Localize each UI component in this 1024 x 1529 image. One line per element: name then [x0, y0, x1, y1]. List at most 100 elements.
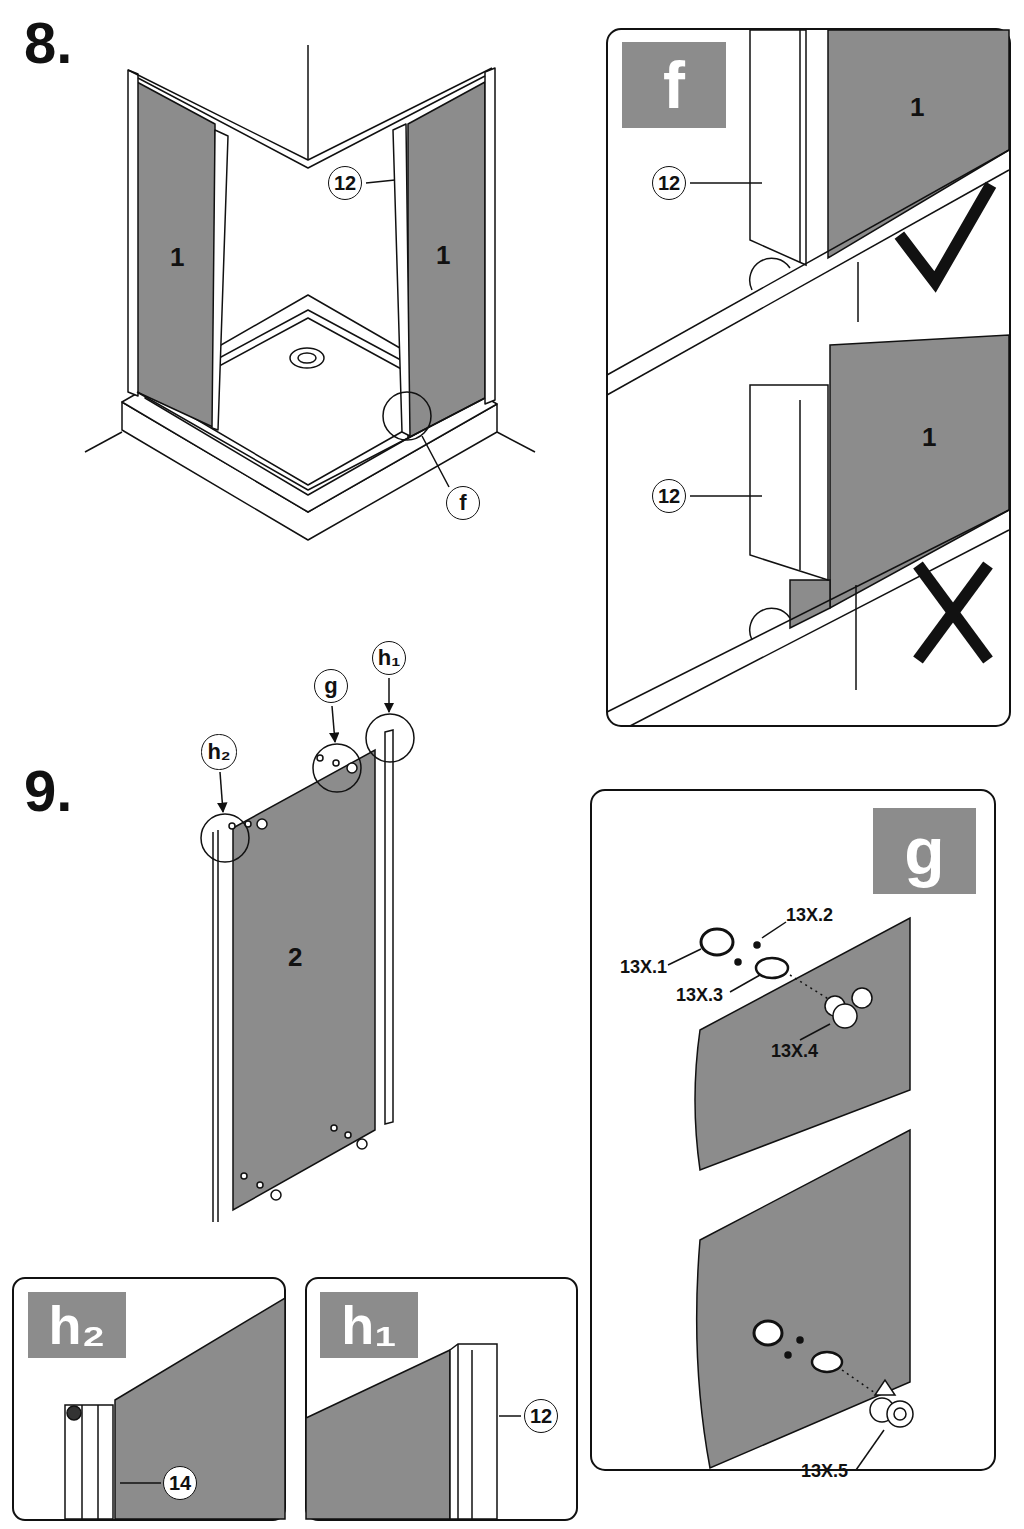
illustration-line — [471, 1350, 473, 1519]
callout-text: 12 — [658, 486, 680, 506]
illustration-line — [229, 823, 235, 829]
callout-letter: f — [446, 486, 480, 520]
illustration-line — [81, 1405, 83, 1519]
illustration-line — [828, 30, 1009, 258]
illustration-line — [366, 180, 395, 183]
illustration-line — [128, 68, 492, 160]
shower-enclosure — [85, 45, 535, 540]
part-number: 1 — [436, 242, 450, 268]
part-number: 1 — [922, 424, 936, 450]
part-label: 13X.2 — [786, 906, 833, 924]
illustration-line — [797, 1337, 803, 1343]
illustration-line — [785, 1352, 791, 1358]
illustration-line — [67, 1406, 81, 1420]
illustration-line — [701, 929, 733, 955]
illustration-line — [903, 190, 988, 282]
illustration-line — [499, 1415, 521, 1417]
illustration-line — [212, 832, 214, 1222]
illustration-line — [790, 580, 830, 628]
illustration-line — [450, 1344, 497, 1519]
illustration-line — [306, 1278, 577, 1520]
illustration-line — [333, 760, 339, 766]
illustration-line — [212, 130, 228, 430]
illustration-line — [690, 495, 762, 497]
illustration-line — [894, 1408, 906, 1420]
illustration-line — [756, 958, 788, 978]
illustration-line — [307, 45, 309, 160]
illustration-line — [383, 392, 431, 440]
detail-letter: f — [663, 52, 685, 118]
illustration-line — [317, 755, 323, 761]
illustration-line — [137, 82, 215, 428]
illustration-line — [875, 1380, 895, 1395]
illustration-line — [833, 1004, 857, 1028]
illustration-line — [201, 814, 249, 862]
illustration-line — [257, 819, 267, 829]
illustration-line — [754, 1321, 782, 1345]
illustration-line — [607, 510, 1009, 712]
illustration-line — [290, 348, 324, 368]
illustration-line — [65, 1405, 113, 1519]
detail-tile: f — [622, 42, 726, 128]
illustration-line — [857, 262, 859, 322]
illustration-line — [85, 432, 122, 452]
callout-text: 14 — [169, 1473, 191, 1493]
illustration-line — [762, 922, 786, 938]
illustration-line — [754, 942, 760, 948]
callout-number: 12 — [328, 166, 362, 200]
illustration-line — [241, 1173, 247, 1179]
illustration-line — [332, 706, 335, 742]
illustration-line — [229, 755, 367, 1200]
callout-letter: h₁ — [372, 641, 407, 676]
illustration-line — [750, 30, 806, 265]
illustration-line — [357, 1139, 367, 1149]
illustration-line — [408, 82, 485, 438]
part-label: 13X.1 — [620, 958, 667, 976]
detail-h — [13, 1278, 577, 1520]
callout-text: 12 — [530, 1406, 552, 1426]
illustration-line — [271, 1190, 281, 1200]
callout-number: 12 — [652, 479, 686, 513]
illustration-line — [217, 830, 219, 1222]
illustration-line — [220, 772, 223, 812]
illustration-line — [690, 182, 762, 184]
part-label: 13X.5 — [801, 1462, 848, 1480]
part-number: 1 — [170, 244, 184, 270]
step-number: 8. — [24, 14, 72, 72]
callout-text: 12 — [334, 173, 356, 193]
illustration-line — [137, 392, 485, 490]
illustration-line — [388, 678, 390, 712]
illustration-line — [799, 400, 801, 570]
illustration-line — [485, 68, 495, 404]
illustration-line — [735, 959, 741, 965]
illustration-line — [812, 1352, 842, 1372]
illustration-line — [347, 763, 357, 773]
illustration-line — [887, 1401, 913, 1427]
callout-text: h₁ — [378, 647, 401, 669]
illustration-line — [855, 585, 857, 690]
part-number: 1 — [910, 94, 924, 120]
illustration-line — [233, 750, 375, 1210]
illustration-line — [695, 918, 910, 1170]
illustration-line — [257, 1182, 263, 1188]
illustration-line — [313, 744, 361, 792]
illustration-line — [13, 1278, 285, 1520]
callout-text: g — [324, 675, 337, 697]
illustration-line — [668, 949, 701, 965]
callout-letter: g — [314, 669, 348, 703]
illustration-line — [345, 1132, 351, 1138]
illustration-line — [697, 1130, 910, 1468]
door-panel — [201, 678, 414, 1222]
illustration-line — [750, 385, 828, 580]
detail-letter: h₁ — [341, 1298, 396, 1352]
illustration-line — [591, 790, 995, 1470]
illustration-line — [750, 258, 790, 290]
illustration-line — [115, 1298, 285, 1519]
illustration-line — [856, 1430, 884, 1470]
callout-number: 12 — [652, 166, 686, 200]
callout-text: h₂ — [207, 741, 230, 763]
illustration-line — [918, 565, 988, 660]
illustration-line — [422, 436, 449, 487]
part-label: 13X.3 — [676, 986, 723, 1004]
